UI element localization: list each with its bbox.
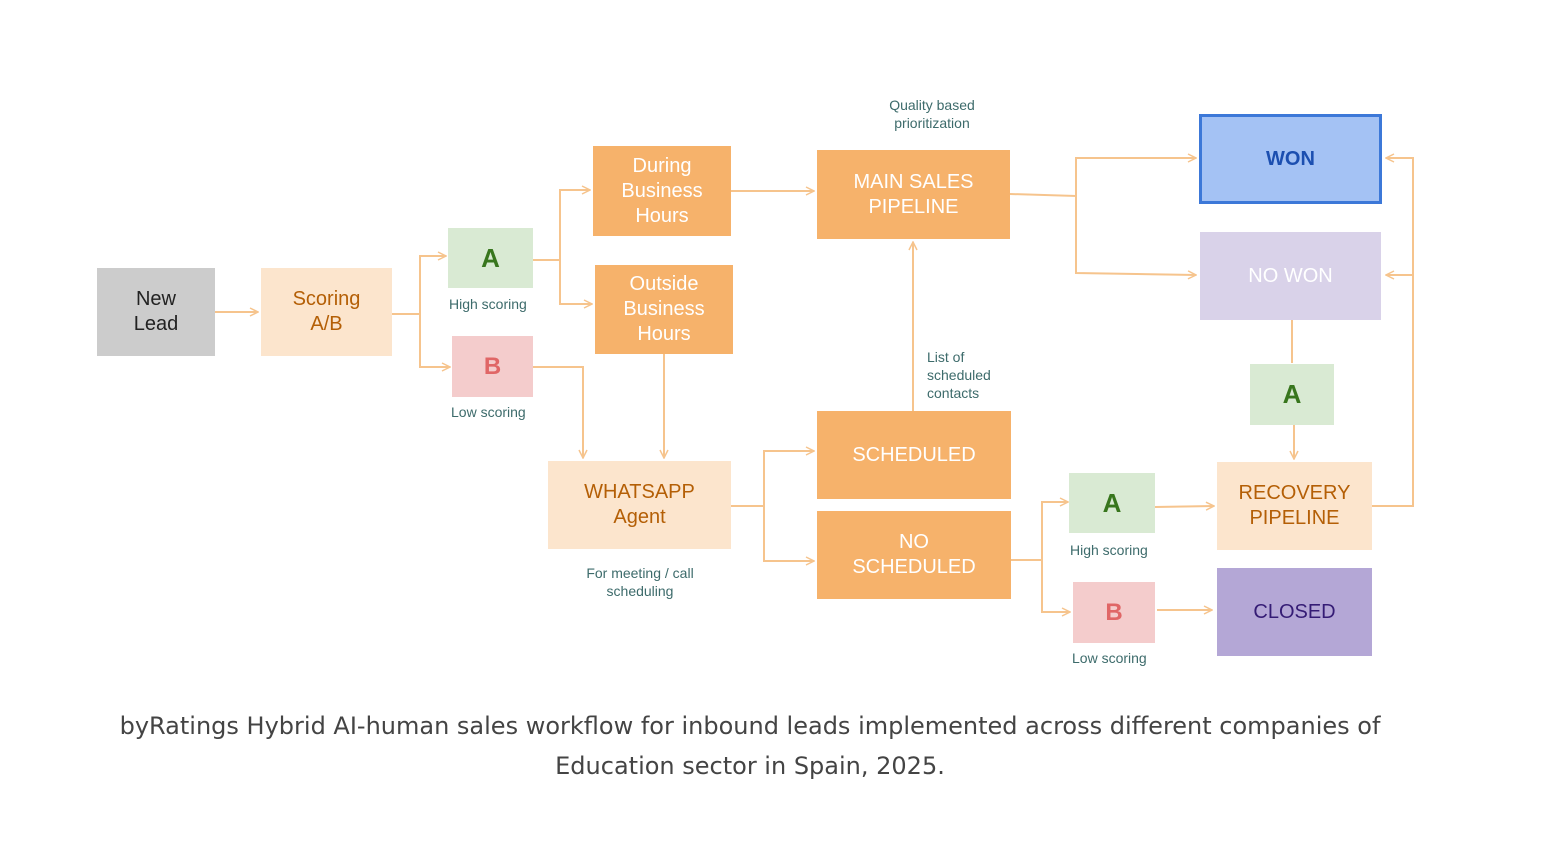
score-a-node: A <box>448 228 533 288</box>
scheduled-node: SCHEDULED <box>817 411 1011 499</box>
outside-business-hours-node: Outside Business Hours <box>595 265 733 354</box>
meeting-scheduling-note: For meeting / call scheduling <box>586 565 694 600</box>
edge-whatsapp-noscheduled <box>763 506 814 561</box>
whatsapp-agent-node: WHATSAPP Agent <box>548 461 731 549</box>
edge-noscheduled-b <box>1041 560 1070 612</box>
edge-main-nowon <box>1075 196 1196 275</box>
won-node: WON <box>1199 114 1382 204</box>
edge-a-outside <box>559 260 592 304</box>
edge-b-whatsapp <box>533 366 583 458</box>
edge-whatsapp-branch <box>731 451 814 507</box>
noscheduled-score-b-node: B <box>1073 582 1155 643</box>
edge-main-branch <box>1009 158 1196 198</box>
edge-a2-recovery <box>1154 506 1214 507</box>
main-sales-pipeline-node: MAIN SALES PIPELINE <box>817 150 1010 239</box>
high-scoring-label-2: High scoring <box>1070 542 1148 558</box>
workflow-diagram: New Lead Scoring A/B A B During Business… <box>97 0 1414 700</box>
low-scoring-label: Low scoring <box>451 404 526 420</box>
no-scheduled-node: NO SCHEDULED <box>817 511 1011 599</box>
recovery-score-a-node: A <box>1250 364 1334 425</box>
edge-noscheduled-branch <box>1011 502 1068 561</box>
quality-prioritization-note: Quality based prioritization <box>889 97 975 132</box>
edge-a-branch <box>533 190 590 261</box>
figure-caption: byRatings Hybrid AI-human sales workflow… <box>119 712 1381 780</box>
edge-recovery-back <box>1372 158 1414 507</box>
high-scoring-label: High scoring <box>449 296 527 312</box>
noscheduled-score-a-node: A <box>1069 473 1155 533</box>
no-won-node: NO WON <box>1200 232 1381 320</box>
edge-scoring-b <box>419 314 450 367</box>
new-lead-node: New Lead <box>97 268 215 356</box>
edge-scoring-branch <box>392 256 446 315</box>
connector-lines <box>215 0 1414 700</box>
during-business-hours-node: During Business Hours <box>593 146 731 236</box>
score-b-node: B <box>452 336 533 397</box>
list-scheduled-note: List of scheduled contacts <box>927 349 991 402</box>
recovery-pipeline-node: RECOVERY PIPELINE <box>1217 462 1372 550</box>
scoring-node: Scoring A/B <box>261 268 392 356</box>
closed-node: CLOSED <box>1217 568 1372 656</box>
low-scoring-label-2: Low scoring <box>1072 650 1147 666</box>
